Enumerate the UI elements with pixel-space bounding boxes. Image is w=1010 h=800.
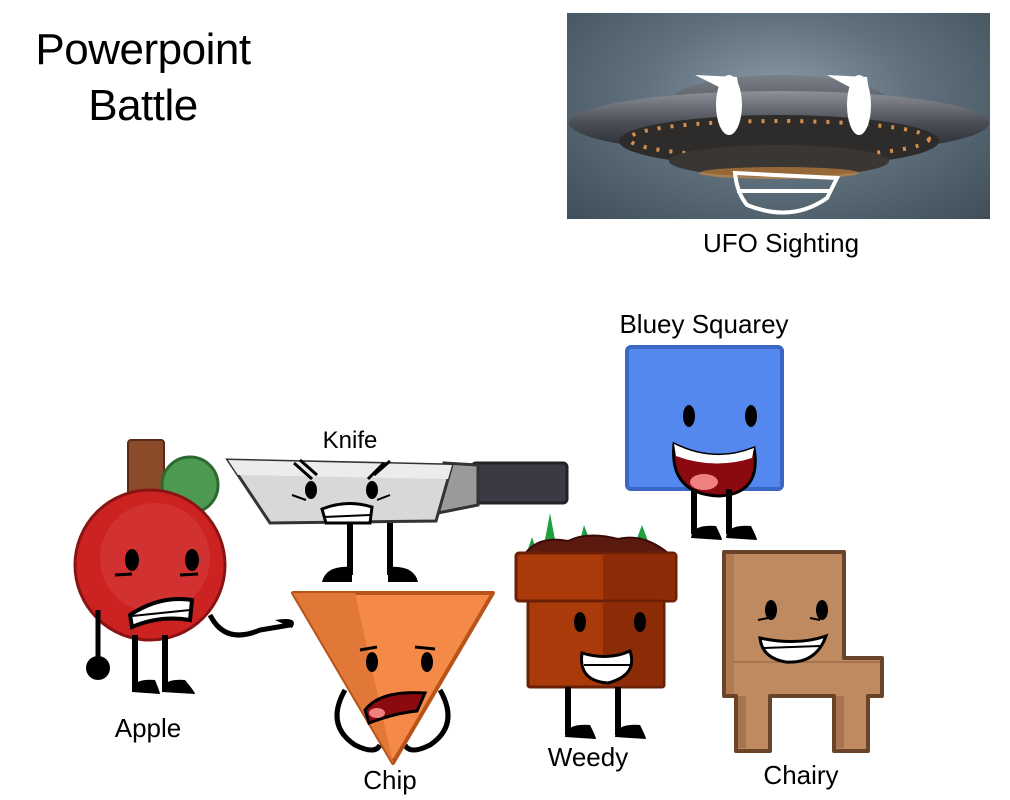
apple-label: Apple [114, 713, 182, 743]
knife-icon [225, 458, 569, 582]
apple-icon [73, 439, 294, 694]
bluey-squarey-character [624, 344, 794, 549]
chip-label: Chip [363, 765, 417, 795]
slide-title: Powerpoint Battle [18, 22, 268, 134]
ufo-image [567, 13, 990, 219]
chairy-character [718, 546, 888, 761]
weedy-character [508, 505, 678, 745]
knife-character [222, 455, 572, 590]
chairy-label: Chairy [763, 760, 839, 790]
bluey-squarey-label: Bluey Squarey [619, 309, 789, 339]
flowerpot-icon [514, 513, 678, 739]
ufo-icon [569, 75, 989, 215]
blue-square-icon [625, 345, 784, 540]
ufo-caption: UFO Sighting [702, 228, 860, 258]
slide-title-line-2: Battle [88, 81, 198, 130]
knife-label: Knife [322, 427, 378, 454]
chip-character [285, 585, 505, 775]
chair-icon [722, 550, 884, 753]
slide-title-line-1: Powerpoint [35, 25, 251, 74]
apple-character [60, 430, 310, 705]
weedy-label: Weedy [547, 742, 629, 772]
chip-icon [291, 591, 495, 765]
